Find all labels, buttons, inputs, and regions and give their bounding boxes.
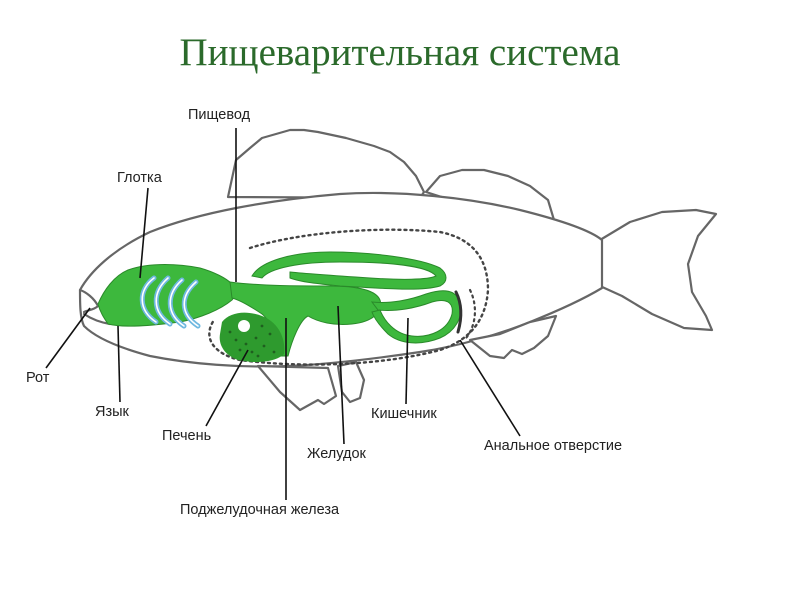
pointer-liver <box>205 349 249 427</box>
label-anus: Анальное отверстие <box>484 438 623 454</box>
pelvic-fin <box>256 364 338 412</box>
label-intestine: Кишечник <box>371 406 437 422</box>
label-pharynx: Глотка <box>117 170 162 186</box>
label-pancreas: Поджелудочная железа <box>180 502 340 518</box>
anal-dotted <box>464 288 476 340</box>
label-liver: Печень <box>162 428 212 444</box>
gills-inner <box>141 277 199 327</box>
pointer-intestine <box>405 317 409 405</box>
anal-fin <box>468 314 558 360</box>
pointer-tongue <box>117 325 121 403</box>
label-mouth: Рот <box>26 370 50 386</box>
pointer-pharynx <box>139 187 149 279</box>
dorsal-fin <box>226 128 426 200</box>
label-esophagus: Пищевод <box>188 107 251 123</box>
pointer-anus <box>459 339 521 437</box>
anal-opening <box>454 290 463 334</box>
digestive-tract <box>97 251 462 357</box>
label-tongue: Язык <box>95 404 129 420</box>
stomach <box>229 281 382 357</box>
pointer-stomach <box>337 305 345 445</box>
caudal-fin <box>598 208 718 332</box>
pointer-mouth <box>45 307 91 369</box>
intestine-lower <box>370 290 462 344</box>
pointer-lines <box>45 128 521 500</box>
liver <box>219 312 285 362</box>
intestine-upper <box>251 251 447 290</box>
page-title: Пищеварительная система <box>179 31 621 74</box>
label-stomach: Желудок <box>307 446 366 462</box>
